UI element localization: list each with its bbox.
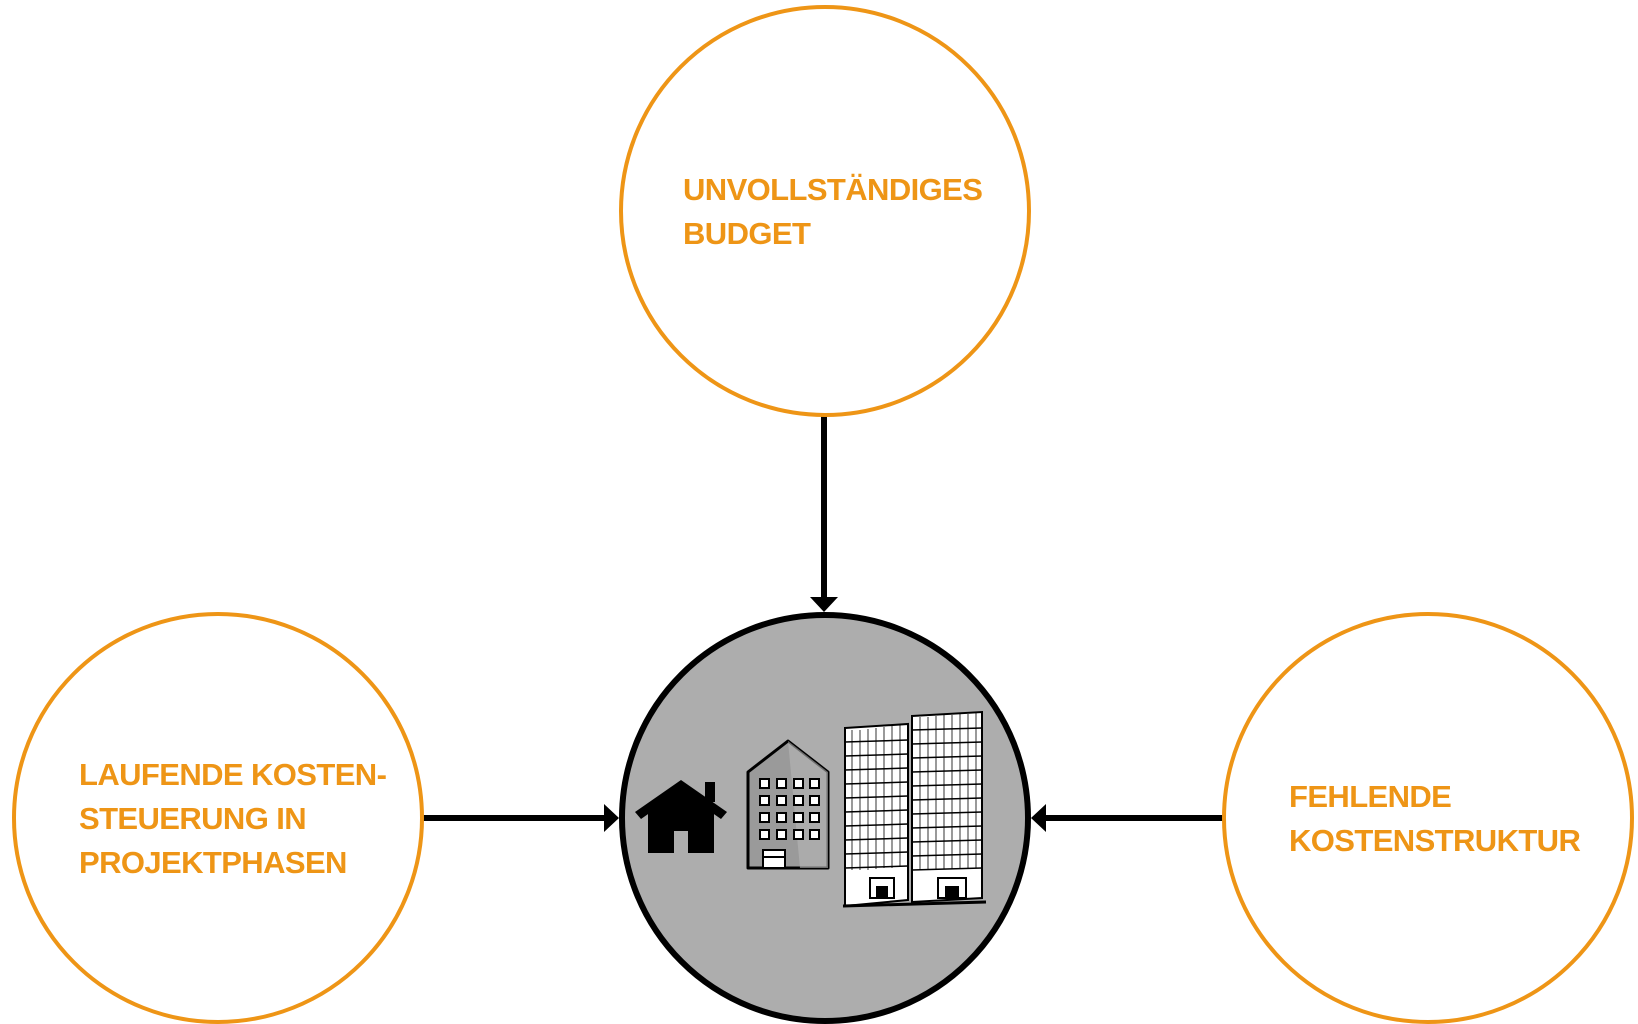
label-line: LAUFENDE KOSTEN- — [79, 757, 387, 792]
circle-missing-cost-structure — [1222, 612, 1634, 1024]
label-line: KOSTENSTRUKTUR — [1289, 823, 1581, 858]
arrow-right — [1031, 804, 1225, 832]
arrow-left — [421, 804, 619, 832]
skyscrapers-icon — [842, 710, 987, 908]
label-line: STEUERUNG IN — [79, 801, 307, 836]
circle-ongoing-cost-control — [12, 612, 424, 1024]
label-line: PROJEKTPHASEN — [79, 845, 347, 880]
house-icon — [635, 780, 727, 853]
label-line: FEHLENDE — [1289, 779, 1452, 814]
arrow-top — [810, 413, 838, 612]
label-missing-cost-structure: FEHLENDE KOSTENSTRUKTUR — [1289, 775, 1581, 863]
label-line: BUDGET — [683, 216, 811, 251]
label-incomplete-budget: UNVOLLSTÄNDIGES BUDGET — [683, 168, 983, 256]
circle-incomplete-budget — [619, 5, 1031, 417]
label-ongoing-cost-control: LAUFENDE KOSTEN- STEUERUNG IN PROJEKTPHA… — [79, 753, 387, 885]
office-building-icon — [746, 739, 830, 870]
label-line: UNVOLLSTÄNDIGES — [683, 172, 983, 207]
